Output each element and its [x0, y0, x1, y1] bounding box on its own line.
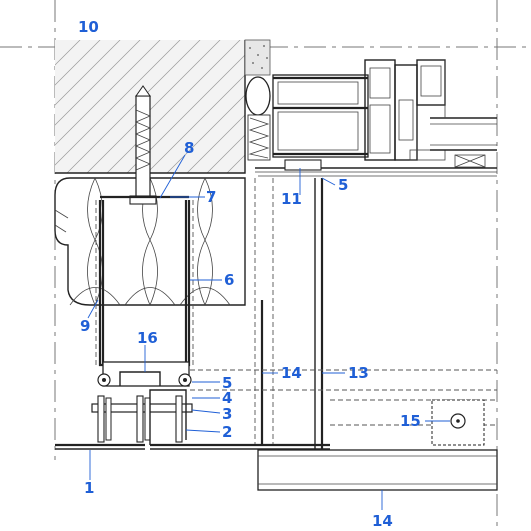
- joint-insulation: [247, 114, 271, 161]
- connector-assembly: [91, 361, 193, 445]
- render-strip: [244, 39, 271, 76]
- backer-rod: [245, 76, 271, 116]
- sill-flashing: [255, 159, 497, 177]
- callout-16: 16: [137, 329, 158, 347]
- callout-3: 3: [222, 405, 232, 423]
- callout-5-top: 5: [338, 176, 348, 194]
- callout-7: 7: [206, 188, 216, 206]
- callout-10: 10: [78, 18, 99, 36]
- callout-13: 13: [348, 364, 369, 382]
- callouts: 10 8 7 11 5 6 9 16 14 13 5 4 3 2 15 1 14: [78, 18, 421, 530]
- vertical-profiles: [254, 178, 324, 450]
- callout-14-bottom: 14: [372, 512, 393, 530]
- cladding-panels: [55, 443, 498, 491]
- leader-lines: [87, 154, 450, 510]
- callout-11: 11: [281, 190, 302, 208]
- window-frame: [272, 59, 497, 168]
- fixing-screw: [431, 399, 485, 446]
- anchor-dowel: [129, 85, 157, 205]
- callout-9: 9: [80, 317, 90, 335]
- callout-4: 4: [222, 389, 232, 407]
- callout-1: 1: [84, 479, 94, 497]
- callout-14-top: 14: [281, 364, 302, 382]
- callout-15: 15: [400, 412, 421, 430]
- callout-8: 8: [184, 139, 194, 157]
- callout-2: 2: [222, 423, 232, 441]
- callout-5-bottom: 5: [222, 374, 232, 392]
- concrete-slab: [55, 40, 246, 174]
- callout-6: 6: [224, 271, 234, 289]
